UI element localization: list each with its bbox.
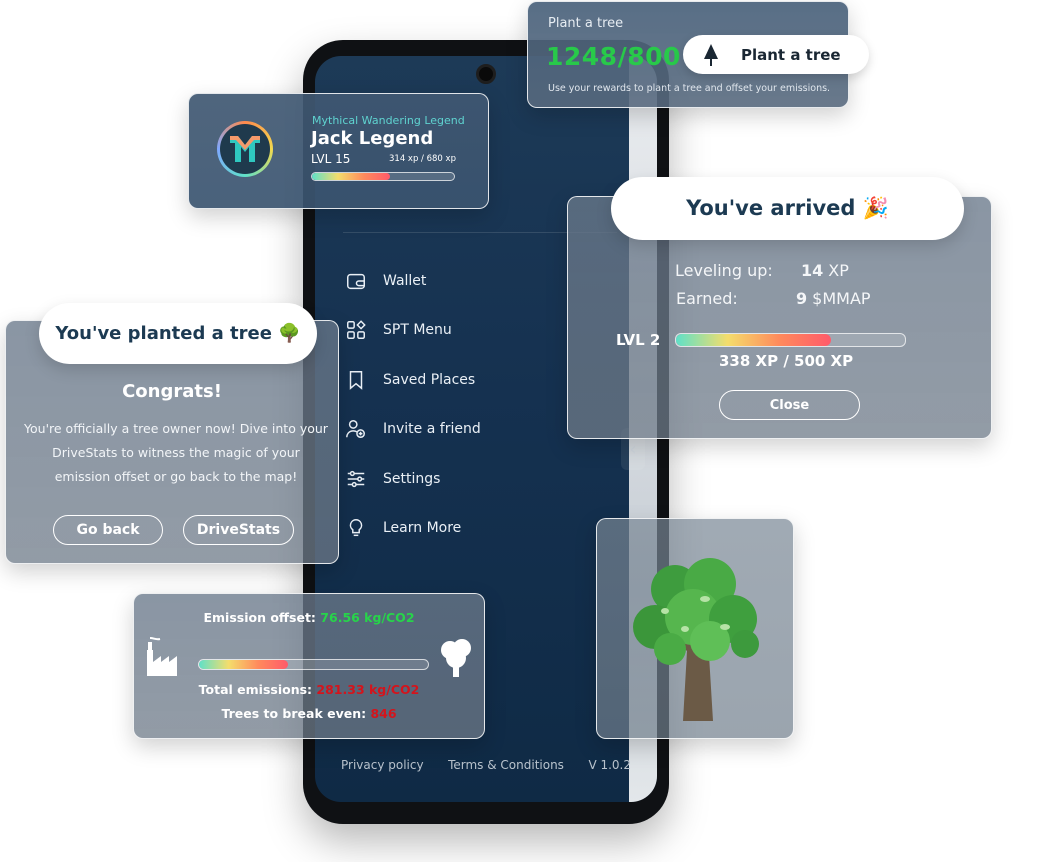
arrived-xp: 338 XP / 500 XP: [719, 352, 854, 370]
user-xp: 314 xp / 680 xp: [389, 154, 456, 164]
leveling-row: Leveling up: 14 XP: [675, 261, 849, 280]
menu-footer: Privacy policy Terms & Conditions V 1.0.…: [341, 758, 631, 772]
tree-illustration-card: [596, 518, 794, 739]
leveling-unit: XP: [828, 261, 849, 280]
menu-item-label: Wallet: [383, 272, 427, 289]
earned-unit: $MMAP: [812, 289, 871, 308]
menu-item-label: Invite a friend: [383, 421, 481, 438]
pine-tree-icon: [704, 43, 718, 66]
go-back-button[interactable]: Go back: [53, 515, 163, 545]
planted-tree-title: You've planted a tree 🌳: [39, 303, 317, 364]
avatar: [217, 121, 273, 177]
emission-offset-value: 76.56 kg/CO2: [320, 610, 415, 625]
menu-item-label: Saved Places: [383, 371, 476, 388]
app-version: V 1.0.2: [588, 758, 631, 772]
menu-item-label: Learn More: [383, 520, 462, 537]
emission-offset-label: Emission offset:: [203, 610, 316, 625]
arrived-level: LVL 2: [616, 331, 661, 349]
sliders-icon: [343, 466, 369, 492]
menu-item-label: Settings: [383, 470, 441, 487]
total-emissions-row: Total emissions: 281.33 kg/CO2: [134, 682, 484, 697]
user-rank: Mythical Wandering Legend: [312, 114, 465, 127]
lightbulb-icon: [343, 515, 369, 541]
terms-link[interactable]: Terms & Conditions: [448, 758, 564, 772]
mmap-logo-icon: [230, 136, 260, 162]
menu-item-wallet[interactable]: Wallet: [343, 256, 481, 306]
profile-card: Mythical Wandering Legend Jack Legend LV…: [188, 93, 489, 209]
grid-icon: [343, 317, 369, 343]
earned-value: 9: [795, 289, 808, 308]
trees-break-even-label: Trees to break even:: [221, 706, 367, 721]
trees-break-even-value: 846: [370, 706, 397, 721]
congrats-message: You're officially a tree owner now! Dive…: [24, 421, 328, 484]
user-level: LVL 15: [311, 152, 351, 166]
emission-card: Emission offset: 76.56 kg/CO2 Total emis…: [133, 593, 485, 739]
menu-item-spt-menu[interactable]: SPT Menu: [343, 306, 481, 356]
xp-progress-bar: [311, 172, 455, 181]
congrats-title: Congrats!: [122, 381, 222, 402]
user-name: Jack Legend: [311, 128, 434, 149]
tree-illustration: [633, 558, 759, 721]
menu-item-label: SPT Menu: [383, 322, 452, 339]
close-button[interactable]: Close: [719, 390, 860, 420]
menu-item-settings[interactable]: Settings: [343, 454, 481, 504]
level-progress-bar: [675, 333, 906, 347]
add-user-icon: [343, 416, 369, 442]
menu-item-saved-places[interactable]: Saved Places: [343, 355, 481, 405]
plant-card-label: Plant a tree: [548, 16, 624, 31]
earned-row: Earned: 9 $MMAP: [676, 289, 871, 308]
trees-break-even-row: Trees to break even: 846: [134, 706, 484, 721]
reward-count: 1248/800: [546, 42, 681, 71]
menu-item-invite-friend[interactable]: Invite a friend: [343, 405, 481, 455]
drivestats-button[interactable]: DriveStats: [183, 515, 294, 545]
bookmark-icon: [343, 367, 369, 393]
emission-progress-bar: [198, 659, 429, 670]
plant-tree-button-label: Plant a tree: [741, 45, 841, 64]
leveling-value: 14: [800, 261, 824, 280]
total-emissions-label: Total emissions:: [198, 682, 313, 697]
plant-tree-button[interactable]: Plant a tree: [683, 35, 869, 74]
side-menu: Wallet SPT Menu Saved Places Invite a fr…: [343, 256, 481, 553]
emission-offset-row: Emission offset: 76.56 kg/CO2: [134, 610, 484, 625]
front-camera: [476, 64, 496, 84]
menu-item-learn-more[interactable]: Learn More: [343, 504, 481, 554]
earned-label: Earned:: [676, 289, 738, 308]
menu-divider: [343, 232, 617, 233]
wallet-icon: [343, 268, 369, 294]
factory-icon: [147, 637, 177, 676]
total-emissions-value: 281.33 kg/CO2: [316, 682, 420, 697]
privacy-policy-link[interactable]: Privacy policy: [341, 758, 424, 772]
arrived-title: You've arrived 🎉: [611, 177, 964, 240]
emission-progress-fill: [199, 660, 289, 669]
leveling-label: Leveling up:: [675, 261, 773, 280]
level-progress-fill: [676, 334, 831, 346]
xp-progress-fill: [312, 173, 391, 180]
tree-icon: [441, 639, 471, 677]
plant-card-subtitle: Use your rewards to plant a tree and off…: [548, 83, 831, 94]
